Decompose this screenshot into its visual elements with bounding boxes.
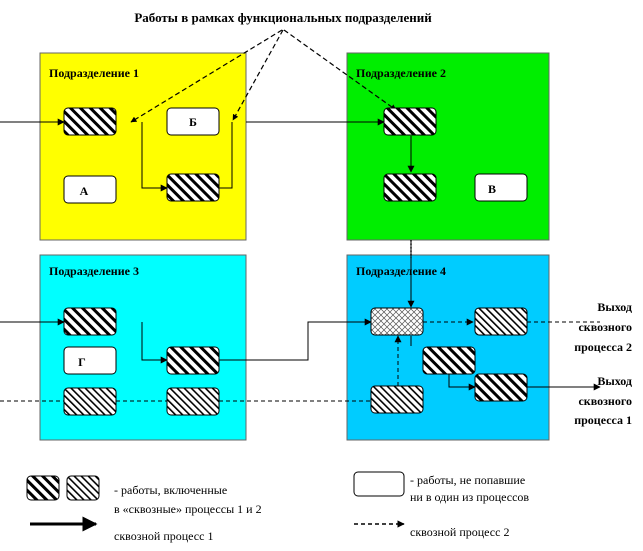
- department-1: Подразделение 1: [39, 52, 247, 241]
- output-2-line3: процесса 2: [574, 340, 632, 354]
- task-g-label: Г: [78, 355, 86, 369]
- department-1-label: Подразделение 1: [49, 66, 139, 80]
- task-dept4-process2-output: [474, 307, 528, 336]
- task-dept3-process2-a: [63, 387, 117, 416]
- task-dept2-input: [383, 107, 437, 136]
- process-1-connectors: [0, 118, 601, 391]
- task-dept1-input: [63, 107, 117, 136]
- task-b-label: Б: [189, 115, 197, 129]
- task-dept1-output: [166, 173, 220, 202]
- task-a-label: А: [80, 184, 89, 198]
- output-2-line1: Выход: [597, 300, 632, 314]
- legend-excluded-line1: - работы, не попавшие: [410, 473, 525, 487]
- task-v-box: [474, 173, 528, 202]
- diagram-title: Работы в рамках функциональных подраздел…: [134, 10, 432, 25]
- process-2-connectors: [0, 318, 600, 402]
- legend-swatch-included-2: [66, 475, 100, 501]
- legend-process-2: сквозной процесс 2: [410, 525, 509, 539]
- department-2: Подразделение 2: [346, 52, 550, 241]
- task-dept4-process2-input: [370, 385, 424, 414]
- output-1-line3: процесса 1: [574, 413, 632, 427]
- legend-excluded-line2: ни в один из процессов: [410, 490, 529, 504]
- output-1-line2: сквозного: [578, 394, 632, 408]
- department-4-label: Подразделение 4: [356, 264, 446, 278]
- output-process-1: Выход сквозного процесса 1: [574, 374, 632, 427]
- task-dept4-process1-output: [474, 373, 528, 402]
- task-dept3-input: [63, 307, 117, 336]
- legend-swatch-excluded: [353, 471, 405, 497]
- legend-process-1: сквозной процесс 1: [114, 529, 213, 543]
- department-1-panel: [39, 52, 247, 241]
- legend-included-line1: - работы, включенные: [114, 483, 227, 497]
- legend-swatch-included-1: [26, 475, 60, 501]
- task-v-label: В: [488, 182, 496, 196]
- department-2-label: Подразделение 2: [356, 66, 446, 80]
- department-3-label: Подразделение 3: [49, 264, 139, 278]
- task-a-box: [63, 175, 117, 204]
- output-process-2: Выход сквозного процесса 2: [574, 300, 632, 354]
- task-dept3-process2-b: [166, 387, 220, 416]
- task-g-box: [63, 346, 117, 375]
- task-dept4-middle: [422, 346, 476, 375]
- title-pointers: [130, 29, 397, 123]
- output-2-line2: сквозного: [578, 320, 632, 334]
- task-b-box: [166, 107, 220, 136]
- task-dept4-merge: [370, 307, 424, 336]
- department-2-panel: [346, 52, 550, 241]
- output-1-line1: Выход: [597, 374, 632, 388]
- task-dept3-output: [166, 346, 220, 375]
- legend: - работы, включенные в «сквозные» процес…: [26, 471, 529, 543]
- legend-included-line2: в «сквозные» процессы 1 и 2: [114, 502, 262, 516]
- task-dept2-output: [383, 173, 437, 202]
